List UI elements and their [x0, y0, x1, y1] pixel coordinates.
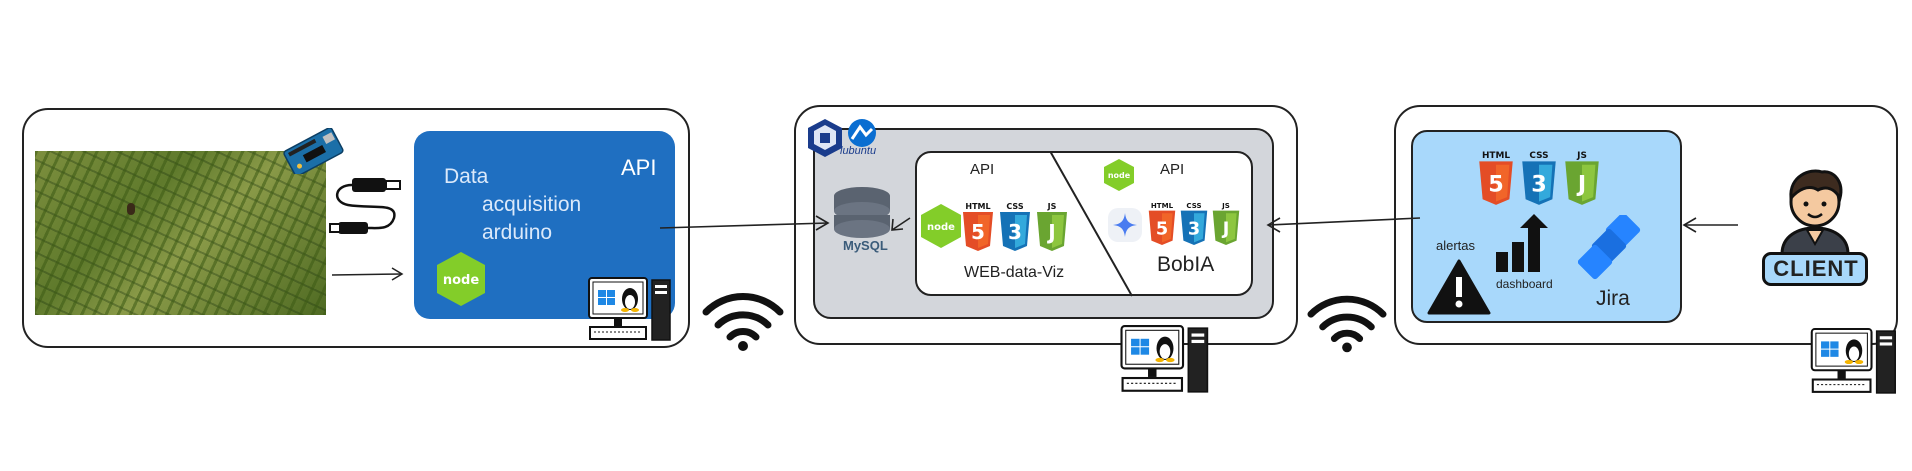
database-icon	[830, 186, 894, 252]
wifi-icon	[702, 290, 784, 352]
dashboard-label: dashboard	[1496, 277, 1553, 291]
css-caption-client: CSS	[1529, 151, 1548, 161]
jira-label: Jira	[1596, 287, 1630, 310]
data-label: Data	[444, 165, 489, 188]
client-badge-label: CLIENT	[1773, 256, 1859, 281]
farmer-figure	[127, 203, 135, 215]
css3-icon-client: CSS 3	[1519, 148, 1559, 206]
css-caption: CSS	[1006, 202, 1023, 211]
html-number: 5	[971, 220, 985, 244]
field-photo	[35, 151, 326, 315]
arduino-icon	[280, 128, 346, 174]
html5-icon-client: HTML 5	[1476, 148, 1516, 206]
computer-icon-server	[1120, 325, 1210, 395]
js-number-client: J	[1576, 172, 1586, 198]
arrow-api-to-db	[659, 215, 830, 231]
arrow-user-to-client-app	[1682, 217, 1738, 233]
bobia-label: BobIA	[1157, 253, 1215, 276]
node-logo-webviz-icon: node	[920, 203, 962, 249]
html-number-client: 5	[1488, 172, 1504, 198]
js-caption: JS	[1047, 202, 1057, 211]
virtualbox-icon	[806, 117, 844, 159]
js-caption-client: JS	[1576, 151, 1587, 161]
lubuntu-icon	[846, 117, 878, 149]
js-number-bobia: J	[1222, 219, 1230, 239]
api-label-right: API	[1160, 161, 1185, 178]
css-caption-bobia: CSS	[1186, 201, 1201, 210]
node-logo-small-text: node	[1108, 171, 1131, 180]
html-number-bobia: 5	[1156, 219, 1168, 239]
node-logo-small-icon: node	[1103, 158, 1135, 192]
node-logo-icon: node	[435, 250, 487, 308]
css-number-client: 3	[1531, 172, 1547, 198]
linux-icon	[621, 288, 639, 312]
webviz-label: WEB-data-Viz	[964, 264, 1065, 281]
css-number-bobia: 3	[1188, 219, 1200, 239]
html-caption-client: HTML	[1482, 151, 1510, 161]
css-number: 3	[1008, 220, 1022, 244]
node-logo-webviz-text: node	[927, 222, 955, 233]
html5-icon: HTML 5	[961, 200, 995, 252]
mysql-label: MySQL	[843, 238, 888, 253]
acquisition-label: acquisition	[482, 193, 582, 216]
windows-icon	[598, 290, 615, 305]
node-logo-text: node	[443, 273, 479, 288]
computer-icon	[588, 277, 672, 343]
html5-icon-bobia: HTML 5	[1147, 200, 1177, 246]
services-divider	[1049, 151, 1133, 297]
js-number: J	[1046, 220, 1055, 244]
js-caption-bobia: JS	[1221, 201, 1230, 210]
gemini-icon	[1107, 207, 1143, 243]
css3-icon: CSS 3	[998, 200, 1032, 252]
api-title: API	[621, 155, 657, 180]
html-caption-bobia: HTML	[1151, 201, 1174, 210]
js-icon-client: JS J	[1562, 148, 1602, 206]
alertas-label: alertas	[1436, 238, 1476, 253]
css3-icon-bobia: CSS 3	[1179, 200, 1209, 246]
arrow-client-to-bobia	[1266, 217, 1421, 233]
bar-chart-icon	[1494, 212, 1554, 274]
html-caption: HTML	[965, 202, 990, 211]
js-icon: JS J	[1035, 200, 1069, 252]
warning-icon	[1427, 259, 1491, 315]
client-avatar-icon	[1760, 160, 1870, 292]
arrow-webviz-to-db	[891, 217, 911, 231]
arduino-label: arduino	[482, 221, 553, 244]
computer-icon-client	[1810, 328, 1898, 396]
arrow-photo-to-api	[332, 267, 404, 281]
client-badge	[1762, 252, 1868, 286]
wifi-icon-2	[1307, 292, 1387, 354]
api-label-left: API	[970, 161, 995, 178]
jira-icon	[1578, 215, 1642, 281]
lubuntu-label: lubuntu	[840, 145, 877, 157]
js-icon-bobia: JS J	[1211, 200, 1241, 246]
usb-cable-icon	[328, 172, 406, 244]
